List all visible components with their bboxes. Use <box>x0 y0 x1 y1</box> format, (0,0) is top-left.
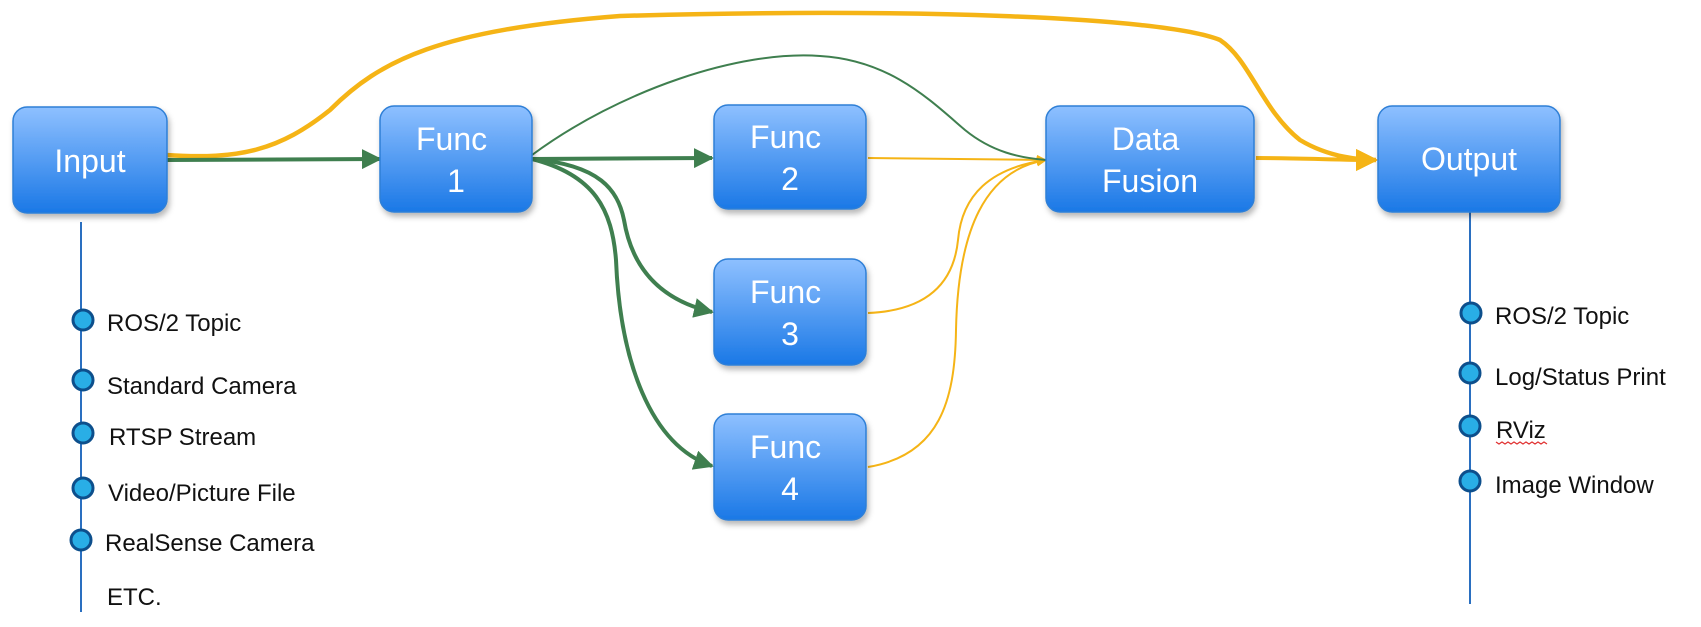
edge-func4-to-fusion <box>867 156 1047 468</box>
node-input[interactable]: Input <box>12 106 168 214</box>
input-source-label: Standard Camera <box>107 373 297 400</box>
node-func4[interactable]: Func 4 <box>713 413 867 521</box>
node-func4-label: Func 4 <box>750 429 830 507</box>
node-output-label: Output <box>1421 141 1517 177</box>
node-func1-label: Func 1 <box>416 121 496 199</box>
edge-fusion-to-output <box>1255 149 1378 170</box>
list-item: ROS/2 Topic <box>1459 301 1629 330</box>
output-target-label: Log/Status Print <box>1495 364 1666 391</box>
edge-input-to-func1 <box>165 149 382 170</box>
edge-func2-to-fusion <box>867 154 1047 165</box>
node-func2[interactable]: Func 2 <box>713 104 867 210</box>
output-target-label: RViz <box>1496 417 1546 444</box>
list-item: RealSense Camera <box>69 528 315 557</box>
green-edges <box>165 54 1047 470</box>
input-sources-list: ROS/2 Topic Standard Camera RTSP Stream … <box>69 308 315 611</box>
list-item: RTSP Stream <box>71 421 256 451</box>
bullet-icon <box>1458 361 1482 385</box>
edge-func1-to-func4 <box>531 157 714 470</box>
output-target-label: ROS/2 Topic <box>1495 303 1629 330</box>
node-data-fusion[interactable]: Data Fusion <box>1045 105 1255 213</box>
edge-func1-to-fusion <box>531 54 1047 161</box>
list-item: Image Window <box>1458 469 1654 499</box>
node-func3-label: Func 3 <box>750 274 830 352</box>
input-source-label: RealSense Camera <box>105 530 315 557</box>
list-item: Standard Camera <box>71 368 297 400</box>
node-func3[interactable]: Func 3 <box>713 258 867 366</box>
node-output[interactable]: Output <box>1377 105 1561 213</box>
node-input-label: Input <box>54 143 125 179</box>
edge-func1-to-func3 <box>531 157 714 318</box>
bullet-icon <box>71 368 95 392</box>
bullet-icon <box>1458 414 1482 438</box>
node-func1[interactable]: Func 1 <box>379 105 533 213</box>
list-item: Video/Picture File <box>71 476 296 507</box>
input-source-label: ETC. <box>107 584 162 611</box>
output-target-label: Image Window <box>1495 472 1654 499</box>
input-source-label: RTSP Stream <box>109 424 256 451</box>
list-item: Log/Status Print <box>1458 361 1666 391</box>
output-targets-list: ROS/2 Topic Log/Status Print RViz Image … <box>1458 301 1666 499</box>
spellcheck-underline <box>1495 441 1548 445</box>
node-func2-label: Func 2 <box>750 119 830 197</box>
edge-func1-to-func2 <box>531 148 714 169</box>
bullet-icon <box>69 528 93 552</box>
edge-input-to-output <box>165 10 1379 172</box>
bullet-icon <box>71 476 95 500</box>
node-data-fusion-label: Data Fusion <box>1102 121 1198 199</box>
bullet-icon <box>71 308 95 332</box>
bullet-icon <box>1459 301 1483 325</box>
yellow-edges <box>165 10 1379 468</box>
edge-func3-to-fusion <box>867 156 1047 314</box>
bullet-icon <box>1458 469 1482 493</box>
bullet-icon <box>71 421 95 445</box>
list-item: RViz <box>1458 414 1548 445</box>
input-source-label: ROS/2 Topic <box>107 310 241 337</box>
list-item: ROS/2 Topic <box>71 308 241 337</box>
list-item: ETC. <box>107 584 162 611</box>
input-source-label: Video/Picture File <box>108 480 296 507</box>
